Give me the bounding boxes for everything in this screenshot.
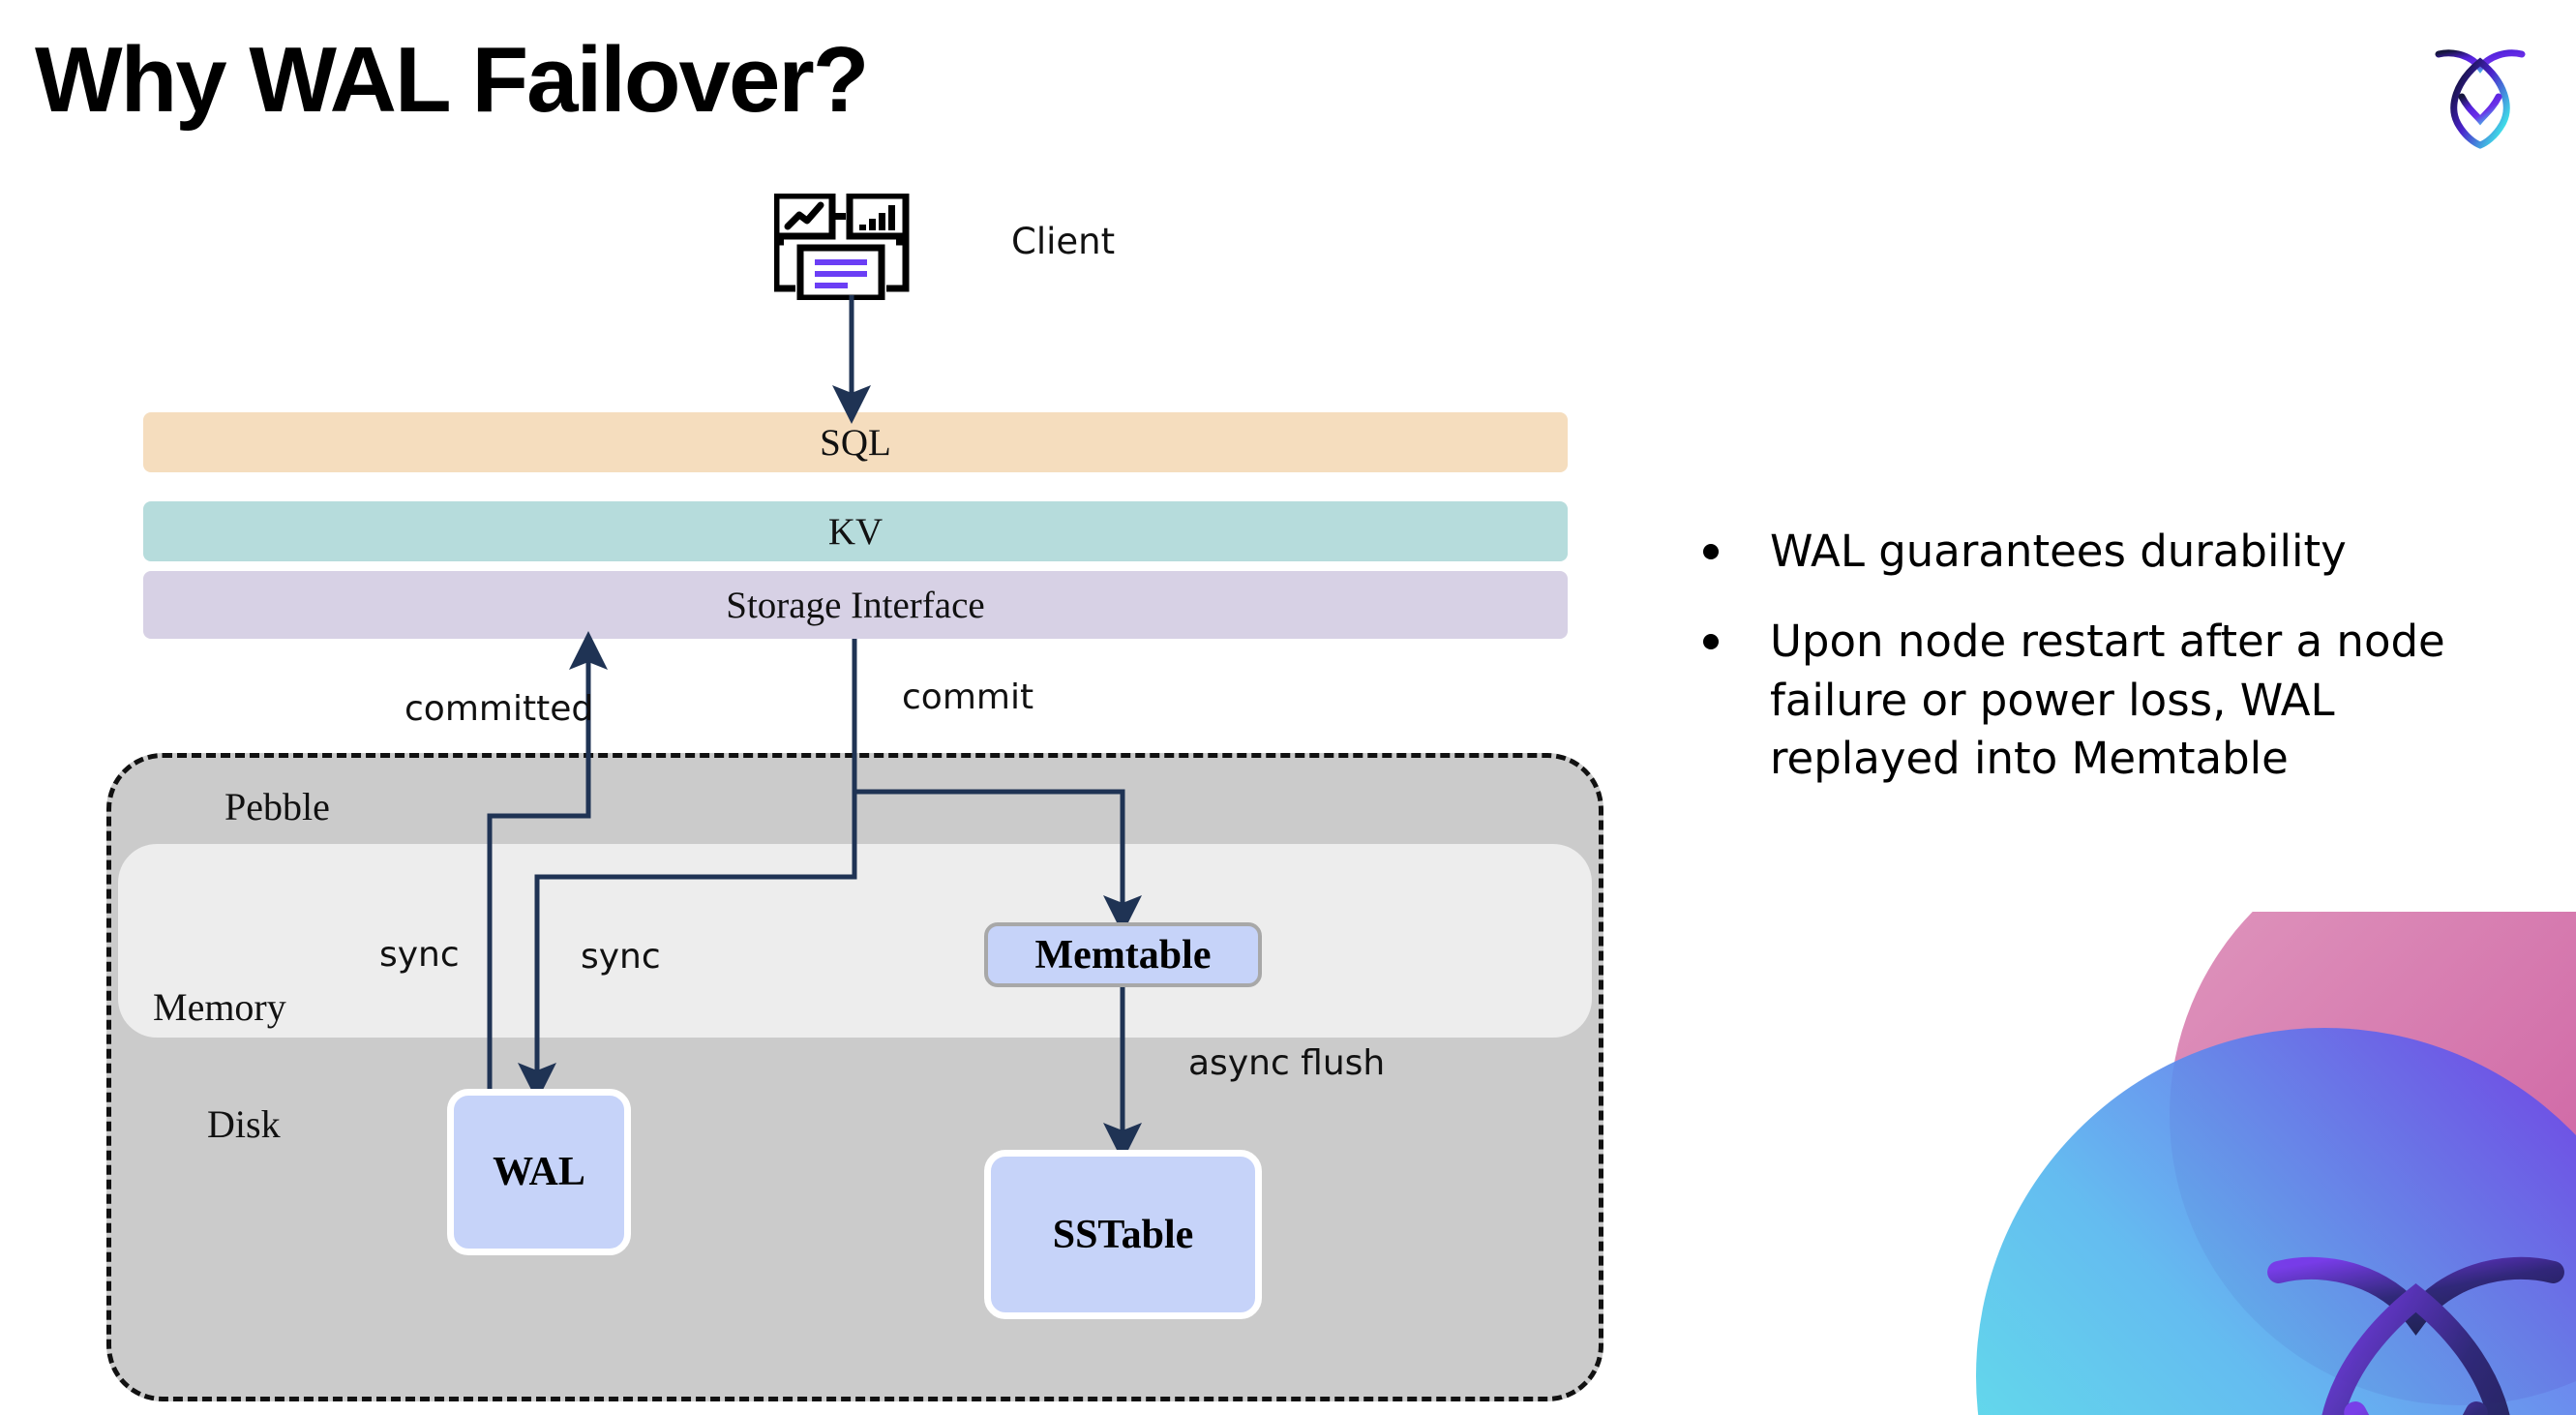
list-item: Upon node restart after a node failure o… xyxy=(1703,613,2506,789)
edge-label-commit: commit xyxy=(902,677,1034,717)
page-title: Why WAL Failover? xyxy=(35,28,869,132)
layer-bar-sql-label: SQL xyxy=(820,421,891,464)
pebble-label: Pebble xyxy=(225,785,330,828)
decorative-gradient-circles xyxy=(1918,912,2576,1415)
layer-bar-storage-interface-label: Storage Interface xyxy=(726,584,985,626)
memory-label: Memory xyxy=(153,985,286,1029)
node-memtable-label: Memtable xyxy=(1034,932,1212,978)
bullet-text: Upon node restart after a node failure o… xyxy=(1770,615,2445,785)
bullet-list: WAL guarantees durability Upon node rest… xyxy=(1703,523,2506,820)
memory-region xyxy=(118,844,1592,1038)
layer-bar-kv: KV xyxy=(143,501,1568,561)
node-memtable: Memtable xyxy=(984,922,1262,987)
client-label: Client xyxy=(1011,221,1116,262)
edge-label-async-flush: async flush xyxy=(1188,1043,1386,1083)
list-item: WAL guarantees durability xyxy=(1703,523,2506,582)
node-sstable: SSTable xyxy=(984,1150,1262,1319)
layer-bar-kv-label: KV xyxy=(827,510,884,553)
node-wal-label: WAL xyxy=(493,1150,585,1194)
edge-label-sync-2: sync xyxy=(581,937,661,977)
bullet-dot-icon xyxy=(1703,633,1719,649)
edge-label-sync-1: sync xyxy=(379,935,460,975)
edge-label-committed: committed xyxy=(404,689,594,729)
node-sstable-label: SSTable xyxy=(1052,1212,1194,1257)
disk-label: Disk xyxy=(207,1102,281,1146)
client-terminal-icon xyxy=(772,192,929,302)
bullet-dot-icon xyxy=(1703,544,1719,559)
layer-bar-sql: SQL xyxy=(143,412,1568,472)
node-wal: WAL xyxy=(447,1089,631,1255)
layer-bar-storage-interface: Storage Interface xyxy=(143,571,1568,639)
cockroachdb-logo-icon xyxy=(2417,27,2543,153)
bullet-text: WAL guarantees durability xyxy=(1770,526,2347,577)
